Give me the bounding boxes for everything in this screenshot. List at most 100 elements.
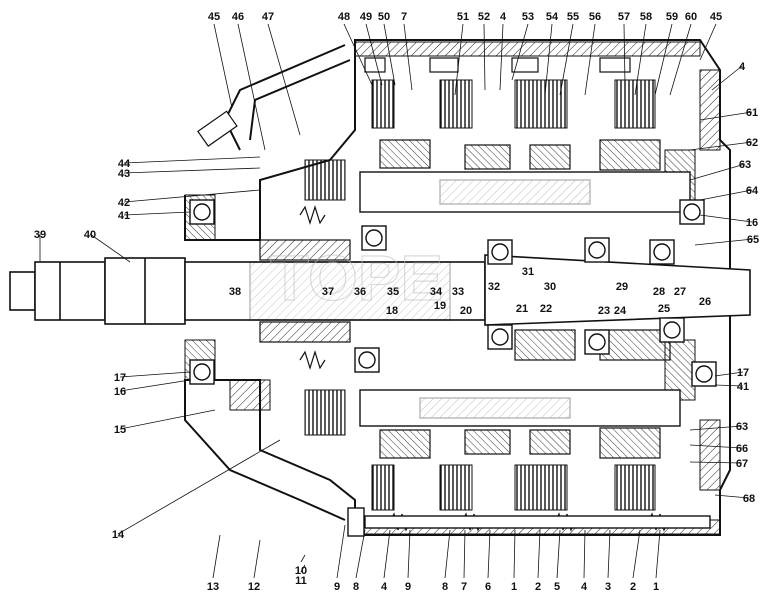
callout-right-8: 41: [737, 381, 749, 393]
callout-inner-10: 28: [653, 286, 665, 298]
callout-right-6: 65: [747, 234, 759, 246]
callout-inner-12: 26: [699, 296, 711, 308]
leader-bottom-7: [407, 529, 411, 579]
leader-bottom-2: [300, 554, 306, 563]
callout-left-9: 14: [112, 529, 125, 541]
callout-bottom-16: 2: [630, 581, 636, 593]
leader-bottom-16: [632, 529, 641, 579]
callout-left-8: 15: [114, 424, 126, 436]
callout-inner-19: 19: [434, 300, 446, 312]
callout-top-12: 55: [567, 11, 579, 23]
leader-top-4: [365, 23, 383, 86]
leader-top-1: [237, 23, 266, 151]
callout-left-7: 16: [114, 386, 126, 398]
callout-left-5: 40: [84, 229, 96, 241]
callout-top-18: 45: [710, 11, 722, 23]
leader-right-5: [699, 214, 753, 223]
callout-inner-4: 34: [430, 286, 443, 298]
callout-left-4: 39: [34, 229, 46, 241]
leader-right-1: [699, 111, 753, 121]
callout-right-1: 61: [746, 107, 758, 119]
callout-inner-18: 20: [460, 305, 472, 317]
callout-bottom-8: 8: [442, 581, 448, 593]
leader-left-6: [119, 371, 191, 378]
leader-right-0: [711, 65, 743, 91]
callout-inner-2: 36: [354, 286, 366, 298]
callout-left-3: 41: [118, 210, 130, 222]
leader-top-18: [699, 23, 717, 61]
leader-bottom-17: [655, 529, 661, 579]
callout-top-16: 59: [666, 11, 678, 23]
callout-right-12: 68: [743, 493, 755, 505]
leader-bottom-12: [537, 529, 541, 579]
callout-top-0: 45: [208, 11, 220, 23]
leader-top-15: [634, 23, 647, 96]
callout-inner-5: 33: [452, 286, 464, 298]
leader-right-3: [689, 163, 746, 181]
bearings: [189, 199, 717, 387]
callout-bottom-17: 1: [653, 581, 659, 593]
gears: [259, 139, 671, 459]
leader-top-7: [454, 23, 464, 96]
callout-right-9: 63: [736, 421, 748, 433]
main-shaft: [9, 254, 751, 326]
leader-top-9: [499, 23, 504, 91]
leader-right-6: [694, 238, 754, 246]
callout-bottom-10: 6: [485, 581, 491, 593]
callout-inner-9: 29: [616, 281, 628, 293]
callout-right-0: 4: [739, 61, 746, 73]
leader-top-12: [559, 23, 574, 96]
callout-top-5: 50: [378, 11, 390, 23]
leader-left-0: [123, 156, 261, 164]
leader-top-6: [403, 23, 413, 91]
watermark: TOPE: [270, 242, 443, 314]
leader-right-4: [699, 189, 753, 201]
leader-top-3: [343, 23, 373, 86]
callout-right-4: 64: [746, 185, 759, 197]
leader-left-7: [119, 379, 191, 392]
leader-bottom-13: [556, 529, 561, 579]
callout-left-1: 43: [118, 168, 130, 180]
upper-countershaft: [359, 171, 691, 213]
callout-top-14: 57: [618, 11, 630, 23]
callout-bottom-6: 4: [381, 581, 388, 593]
leader-right-11: [689, 461, 743, 464]
callout-top-8: 52: [478, 11, 490, 23]
callout-left-6: 17: [114, 372, 126, 384]
callout-top-7: 51: [457, 11, 469, 23]
leader-right-7: [714, 371, 744, 377]
callout-bottom-2: 10: [295, 565, 307, 577]
callout-top-10: 53: [522, 11, 534, 23]
callout-inner-20: 18: [386, 305, 398, 317]
leader-bottom-14: [583, 529, 586, 579]
callout-inner-15: 23: [598, 305, 610, 317]
callout-top-6: 7: [401, 11, 407, 23]
leader-left-1: [123, 167, 261, 174]
leader-bottom-11: [513, 529, 516, 579]
callout-top-17: 60: [685, 11, 697, 23]
callout-top-13: 56: [589, 11, 601, 23]
lower-countershaft: [359, 389, 681, 427]
leader-left-2: [123, 189, 261, 203]
callout-top-11: 54: [546, 11, 559, 23]
callout-right-7: 17: [737, 367, 749, 379]
callout-inner-16: 22: [540, 303, 552, 315]
clutch-packs: [304, 79, 656, 511]
leader-left-8: [119, 409, 216, 430]
callout-top-1: 46: [232, 11, 244, 23]
callout-inner-3: 35: [387, 286, 399, 298]
leader-bottom-0: [212, 534, 221, 579]
callout-bottom-3: 11: [295, 575, 307, 587]
callout-right-3: 63: [739, 159, 751, 171]
callout-top-4: 49: [360, 11, 372, 23]
top-plugs: [197, 57, 631, 147]
leader-top-16: [654, 23, 673, 96]
leader-bottom-15: [607, 529, 611, 579]
callout-inner-8: 30: [544, 281, 556, 293]
callout-top-9: 4: [500, 11, 507, 23]
callout-left-2: 42: [118, 197, 130, 209]
callout-inner-0: 38: [229, 286, 241, 298]
